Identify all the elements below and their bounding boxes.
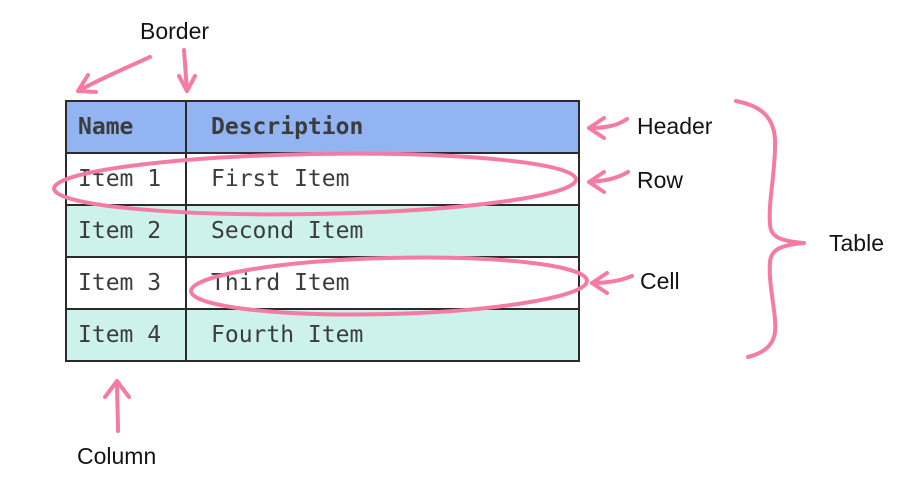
border-arrow-vertical [177, 48, 197, 93]
label-row: Row [637, 167, 684, 193]
table-row: Item 4 Fourth Item [65, 308, 580, 362]
cell-name: Item 1 [65, 152, 187, 206]
column-arrow [103, 379, 131, 433]
label-table: Table [829, 230, 884, 256]
cell-description: Second Item [185, 204, 580, 258]
border-arrow-diagonal [76, 55, 152, 94]
cell-description: First Item [185, 152, 580, 206]
cell-description: Fourth Item [185, 308, 580, 362]
label-cell: Cell [640, 268, 680, 294]
column-header-name: Name [65, 100, 187, 154]
row-arrow [587, 170, 630, 194]
header-arrow [587, 116, 629, 140]
cell-name: Item 4 [65, 308, 187, 362]
label-border: Border [140, 18, 210, 44]
label-column: Column [77, 443, 157, 469]
table-header-row: Name Description [65, 100, 580, 154]
table-row: Item 1 First Item [65, 152, 580, 206]
cell-arrow [590, 271, 634, 295]
example-table: Name Description Item 1 First Item Item … [65, 100, 580, 362]
table-brace [734, 99, 806, 359]
column-header-description: Description [185, 100, 580, 154]
table-row: Item 2 Second Item [65, 204, 580, 258]
cell-name: Item 3 [65, 256, 187, 310]
label-header: Header [637, 113, 713, 139]
cell-description: Third Item [185, 256, 580, 310]
table-row: Item 3 Third Item [65, 256, 580, 310]
cell-name: Item 2 [65, 204, 187, 258]
